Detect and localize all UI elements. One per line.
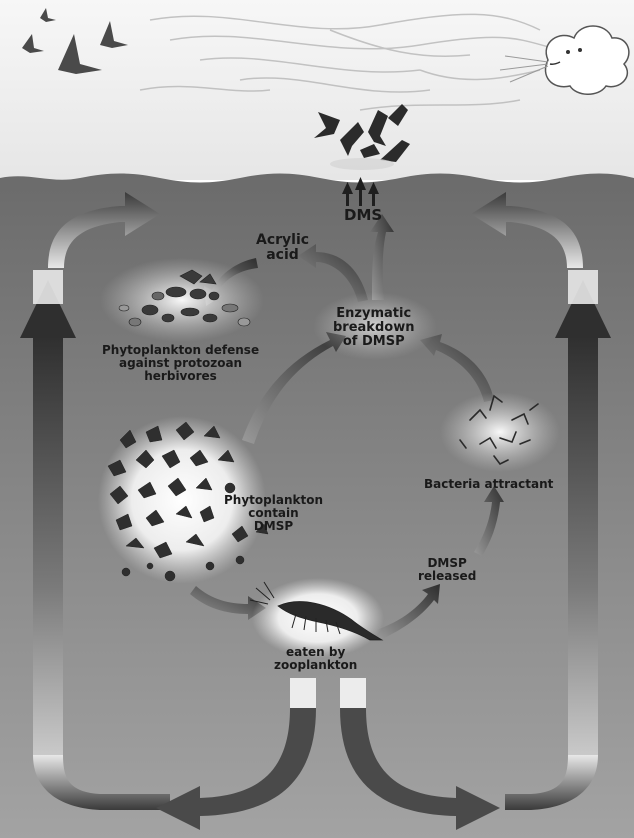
left-upwelling-shaft: [33, 335, 63, 755]
label-enzymatic-line-2: breakdown: [333, 321, 414, 335]
label-contain-line-2: contain: [224, 507, 323, 520]
left-fade-top: [33, 270, 63, 304]
label-enzymatic-line-1: Enzymatic: [333, 307, 414, 321]
right-fade-top: [568, 270, 598, 304]
label-phytoplankton-defense: Phytoplankton defense against protozoan …: [102, 344, 259, 383]
dms-release-arrows: [342, 177, 379, 206]
surface-splash: [330, 158, 394, 170]
label-defense-line-3: herbivores: [102, 370, 259, 383]
center-down-right-shaft: [340, 678, 366, 708]
label-released-line-2: released: [418, 570, 476, 583]
label-defense-line-1: Phytoplankton defense: [102, 344, 259, 357]
label-eaten-by-zooplankton: eaten by zooplankton: [274, 646, 357, 672]
defense-glow: [100, 258, 264, 342]
label-eaten-line-1: eaten by: [274, 646, 357, 659]
label-enzymatic-breakdown: Enzymatic breakdown of DMSP: [333, 307, 414, 349]
label-dmsp-released: DMSP released: [418, 557, 476, 583]
label-eaten-line-2: zooplankton: [274, 659, 357, 672]
sky: [0, 0, 634, 180]
label-enzymatic-line-3: of DMSP: [333, 335, 414, 349]
bacteria-glow: [440, 392, 560, 472]
center-down-left-shaft: [290, 678, 316, 708]
label-dms: DMS: [344, 207, 382, 223]
label-contain-line-3: DMSP: [224, 520, 323, 533]
label-released-line-1: DMSP: [418, 557, 476, 570]
label-defense-line-2: against protozoan: [102, 357, 259, 370]
label-bacteria-text: Bacteria attractant: [424, 478, 553, 491]
right-upwelling-shaft: [568, 335, 598, 755]
label-bacteria-attractant: Bacteria attractant: [424, 478, 553, 491]
label-acrylic-line-2: acid: [256, 248, 309, 263]
label-acrylic-acid: Acrylic acid: [256, 233, 309, 263]
label-acrylic-line-1: Acrylic: [256, 233, 309, 248]
label-phytoplankton-contain: Phytoplankton contain DMSP: [224, 494, 323, 533]
label-contain-line-1: Phytoplankton: [224, 494, 323, 507]
label-dms-text: DMS: [344, 207, 382, 223]
